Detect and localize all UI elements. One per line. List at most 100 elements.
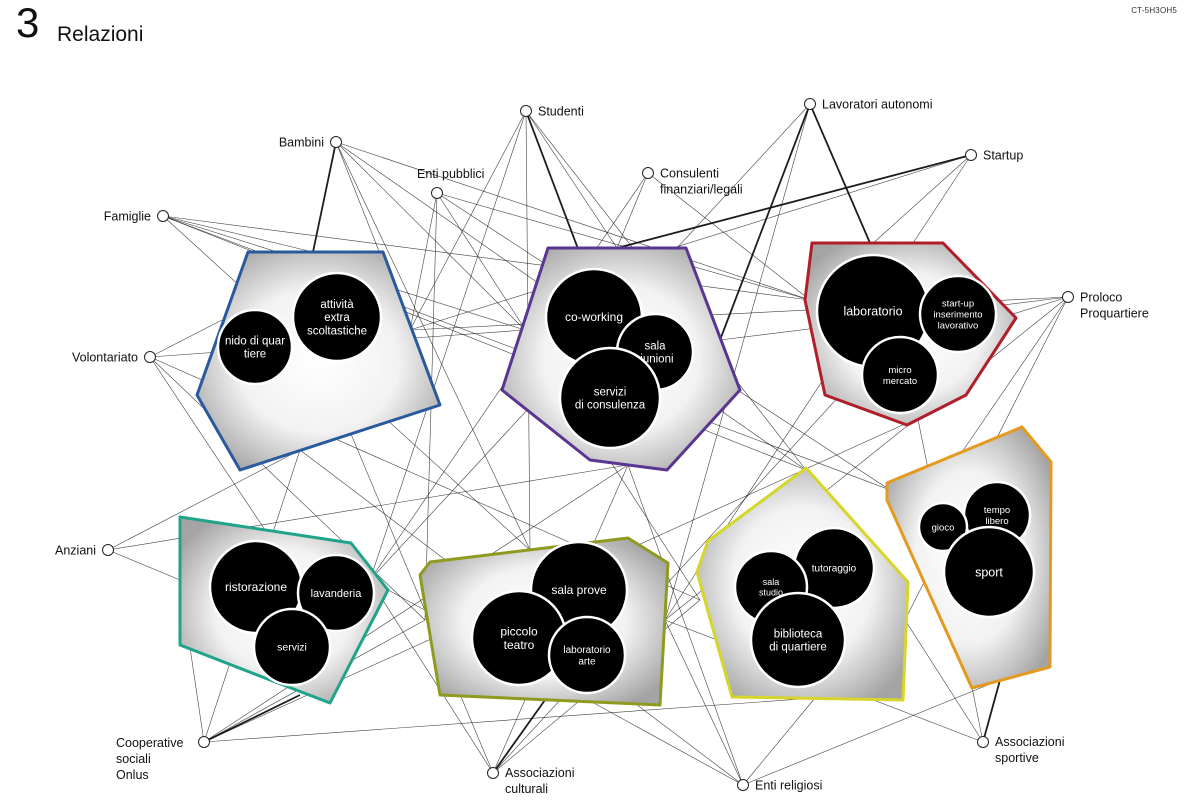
stakeholder-enti-religiosi: Enti religiosi <box>737 779 822 793</box>
stakeholder-label: Associazioni <box>505 766 574 780</box>
connection-line <box>409 154 972 331</box>
activity-circle <box>296 553 376 633</box>
activity-servizi: servizi <box>252 607 332 687</box>
activity-label: micro <box>888 365 911 376</box>
connection-line <box>664 619 744 786</box>
stakeholder-node-marker <box>102 544 114 556</box>
cluster-c5: ristorazione lavanderia servizi <box>178 515 390 705</box>
activity-circle <box>547 615 627 695</box>
stakeholder-node-marker <box>198 736 210 748</box>
connection-line <box>647 172 811 301</box>
stakeholder-node-marker <box>977 736 989 748</box>
stakeholder-node-marker <box>157 210 169 222</box>
activity-label: lavorativo <box>938 320 979 331</box>
activity-label: extra <box>324 312 350 324</box>
stakeholder-label: Enti religiosi <box>755 779 822 793</box>
connection-line <box>335 141 526 331</box>
activity-label: start-up <box>942 298 974 309</box>
stakeholder-label: Onlus <box>116 768 149 782</box>
connection-line <box>627 464 744 786</box>
activity-label: sala <box>763 577 780 587</box>
connection-line <box>107 549 181 581</box>
stakeholder-label: Bambini <box>279 136 324 150</box>
connection-line <box>312 141 337 253</box>
activity-circle <box>918 274 998 354</box>
stakeholder-node-marker <box>487 767 499 779</box>
stakeholder-node-marker <box>431 187 443 199</box>
stakeholder-volontariato: Volontariato <box>72 351 156 365</box>
stakeholder-lavoratori: Lavoratori autonomi <box>804 98 932 112</box>
stakeholder-label: Associazioni <box>995 735 1064 749</box>
stakeholder-label: Famiglie <box>104 210 151 224</box>
activity-label: sala <box>644 340 666 352</box>
document-code: CT-5H3OH5 <box>1131 6 1177 15</box>
activity-circle <box>942 525 1036 619</box>
activity-label: ristorazione <box>225 580 287 594</box>
connection-line <box>149 319 223 358</box>
activity-label: attività <box>320 299 354 311</box>
activity-label: laboratorio <box>843 304 902 318</box>
stakeholder-label: Studenti <box>538 105 584 119</box>
activity-label: tutoraggio <box>812 564 857 575</box>
activity-label: gioco <box>932 522 955 533</box>
stakeholder-label: Enti pubblici <box>417 167 484 181</box>
stakeholder-label: finanziari/legali <box>660 183 743 197</box>
activity-label: tempo <box>984 505 1010 516</box>
stakeholder-node-marker <box>520 105 532 117</box>
activity-label: inserimento <box>933 309 982 320</box>
stakeholder-consulenti: Consulenti finanziari/legali <box>642 167 743 197</box>
section-number: 3 <box>16 0 40 46</box>
activity-lavanderia: lavanderia <box>296 553 376 633</box>
activity-label: nido di quar <box>225 335 285 347</box>
connection-line <box>719 103 811 341</box>
stakeholder-label: Proloco <box>1080 291 1122 305</box>
connection-line <box>959 296 1069 456</box>
connection-line <box>525 110 618 249</box>
stakeholder-startup: Startup <box>965 149 1023 163</box>
connection-line <box>162 215 811 301</box>
stakeholder-anziani: Anziani <box>55 544 114 558</box>
stakeholder-node-marker <box>965 149 977 161</box>
connection-line <box>107 449 301 551</box>
connection-line <box>492 699 546 774</box>
stakeholder-label: sociali <box>116 752 151 766</box>
activity-label: scoltastiche <box>307 325 367 337</box>
cluster-c3: laboratorio start-upinserimentolavorativo… <box>803 241 1018 427</box>
stakeholder-label: Consulenti <box>660 167 719 181</box>
stakeholder-label: Lavoratori autonomi <box>822 98 932 112</box>
activity-circle <box>558 346 662 450</box>
activity-label: servizi <box>277 642 307 654</box>
activity-circle <box>749 591 847 689</box>
activity-label: co-working <box>565 310 623 324</box>
stakeholder-label: sportive <box>995 751 1039 765</box>
connection-line <box>742 697 816 786</box>
connection-line <box>369 110 527 581</box>
activity-label: sala prove <box>551 583 607 597</box>
connection-line <box>809 103 871 244</box>
stakeholder-node-marker <box>737 779 749 791</box>
stakeholder-famiglie: Famiglie <box>104 210 169 224</box>
activity-circle <box>252 607 332 687</box>
activity-label: libero <box>985 516 1008 527</box>
connection-line <box>664 103 811 621</box>
activity-label: laboratorio <box>563 645 611 656</box>
stakeholder-enti-pubblici: Enti pubblici <box>417 167 484 199</box>
stakeholder-label: Volontariato <box>72 351 138 365</box>
activity-label: biblioteca <box>774 628 823 640</box>
connection-line <box>149 356 266 531</box>
stakeholder-bambini: Bambini <box>279 136 342 150</box>
activity-gioco: gioco <box>917 501 969 553</box>
activity-circle <box>860 335 940 415</box>
